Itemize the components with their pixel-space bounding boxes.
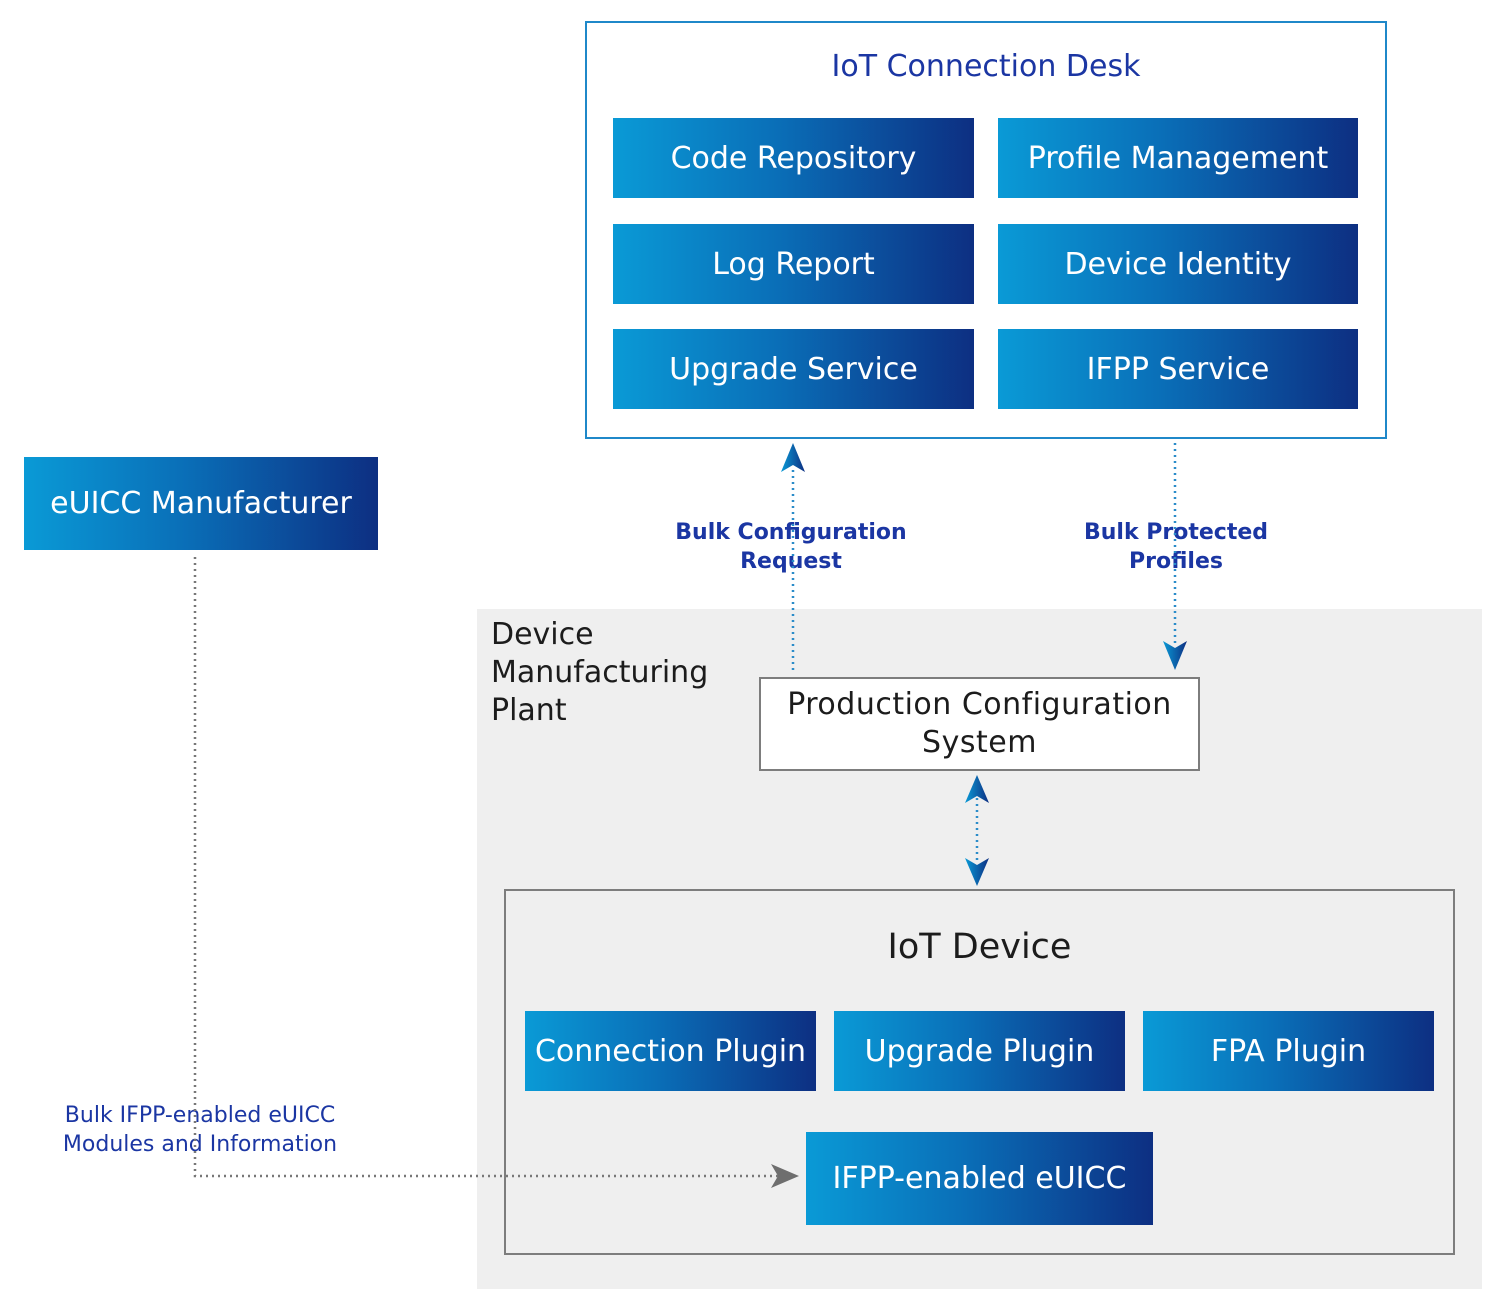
pcs-label: Production Configuration System — [787, 686, 1172, 762]
arrow-head-up-icon — [965, 775, 989, 803]
module-upgrade-service[interactable]: Upgrade Service — [613, 329, 974, 409]
arrow-head-up-icon — [781, 443, 805, 472]
flow-label-line: Request — [740, 549, 842, 574]
plant-label-line: Plant — [491, 693, 567, 728]
production-configuration-system[interactable]: Production Configuration System — [759, 677, 1200, 771]
plant-label: Device Manufacturing Plant — [491, 616, 751, 730]
protected-profiles-arrow — [1163, 443, 1187, 670]
pcs-device-arrow — [965, 775, 989, 886]
arrow-head-right-icon — [771, 1164, 799, 1188]
flow-label-line: Bulk IFPP-enabled eUICC — [64, 1103, 336, 1128]
config-request-arrow — [781, 443, 805, 670]
plant-label-line: Device — [491, 617, 594, 652]
arrow-head-down-icon — [965, 858, 989, 886]
euicc-manufacturer[interactable]: eUICC Manufacturer — [24, 457, 378, 550]
module-code-repository[interactable]: Code Repository — [613, 118, 974, 198]
module-ifpp-service[interactable]: IFPP Service — [998, 329, 1358, 409]
pcs-label-line: Production Configuration — [787, 687, 1172, 722]
plugin-upgrade[interactable]: Upgrade Plugin — [834, 1011, 1125, 1091]
ifpp-enabled-euicc[interactable]: IFPP-enabled eUICC — [806, 1132, 1153, 1225]
module-log-report[interactable]: Log Report — [613, 224, 974, 304]
module-device-identity[interactable]: Device Identity — [998, 224, 1358, 304]
flow-label-config-request: Bulk Configuration Request — [651, 518, 931, 576]
modules-info-arrow — [193, 557, 799, 1188]
flow-label-line: Modules and Information — [62, 1132, 338, 1157]
pcs-label-line: System — [922, 725, 1037, 760]
plugin-connection[interactable]: Connection Plugin — [525, 1011, 816, 1091]
flow-label-line: Bulk Configuration — [675, 520, 907, 545]
iot-device-title: IoT Device — [887, 927, 1072, 967]
plugin-fpa[interactable]: FPA Plugin — [1143, 1011, 1434, 1091]
plant-label-line: Manufacturing — [491, 655, 709, 690]
flow-label-modules-info: Bulk IFPP-enabled eUICC Modules and Info… — [30, 1101, 370, 1159]
module-profile-management[interactable]: Profile Management — [998, 118, 1358, 198]
arrow-head-down-icon — [1163, 641, 1187, 670]
desk-title: IoT Connection Desk — [831, 49, 1141, 84]
